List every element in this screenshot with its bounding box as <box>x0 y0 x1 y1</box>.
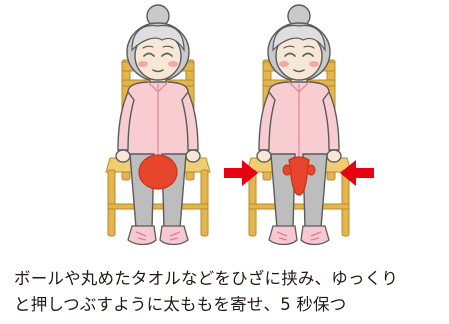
arrow-left-icon <box>340 160 374 186</box>
figure-before <box>105 4 211 246</box>
exercise-illustration: .chairfill { fill: #e2b54e; stroke: #b98… <box>105 4 374 246</box>
seated-woman <box>105 4 211 246</box>
caption-line-1: ボールや丸めたタオルなどをひざに挟み、ゆっくり <box>14 269 399 288</box>
arrow-right-icon <box>224 160 258 186</box>
figure-after <box>246 4 352 246</box>
seated-woman <box>246 4 352 246</box>
ball-bulge-right <box>306 164 316 176</box>
ball-icon <box>138 154 178 190</box>
ball-icon <box>288 156 310 196</box>
instruction-caption: ボールや丸めたタオルなどをひざに挟み、ゆっくり と押しつぶすように太ももを寄せ、… <box>14 266 442 318</box>
caption-line-2: と押しつぶすように太ももを寄せ、5 秒保つ <box>14 295 347 314</box>
ball-bulge-left <box>282 164 292 176</box>
